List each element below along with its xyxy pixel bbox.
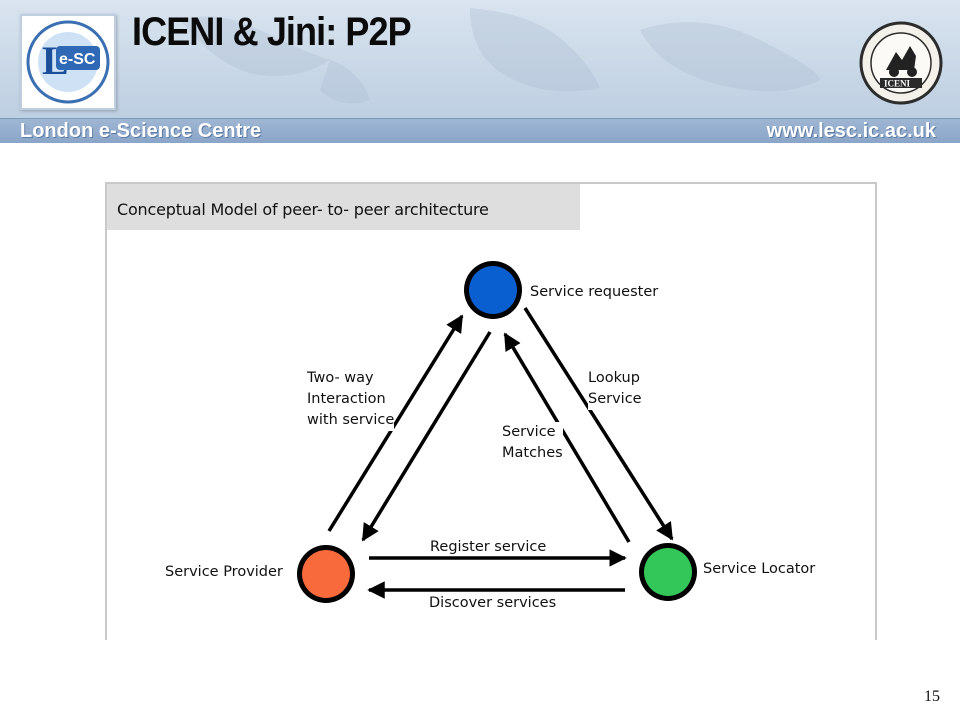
label-service-provider: Service Provider [165, 564, 283, 580]
label-lookup-line1: Lookup [588, 370, 640, 386]
website-url: www.lesc.ic.ac.uk [766, 120, 936, 142]
lesc-logo-mark: e-SC [59, 51, 96, 68]
arrow-requester-to-provider [361, 331, 492, 542]
label-two-way-interaction: Two- way Interaction with service [307, 368, 395, 431]
diagram-title: Conceptual Model of peer- to- peer archi… [117, 200, 489, 219]
header-strip: London e-Science Centre www.lesc.ic.ac.u… [0, 118, 960, 143]
page-number: 15 [924, 688, 940, 705]
arrow-locator-to-requester [503, 332, 631, 543]
node-service-locator-fill [644, 548, 692, 596]
label-lookup-line2: Service [588, 391, 642, 407]
label-lookup-service: Lookup Service [588, 368, 642, 410]
node-service-provider-fill [302, 550, 350, 598]
arrow-requester-to-locator [523, 307, 674, 541]
label-discover-services: Discover services [429, 595, 557, 611]
iceni-logo-text: ICENI [884, 79, 911, 89]
lesc-logo: L e-SC [20, 14, 116, 110]
world-map-background [180, 8, 820, 104]
label-matches-line1: Service [502, 424, 556, 440]
iceni-seal-graphic: ICENI [859, 21, 943, 105]
arrow-provider-to-requester [327, 314, 464, 532]
header-banner: L e-SC ICENI & Jini: P2P ICENI [0, 0, 960, 140]
label-matches-line2: Matches [502, 445, 563, 461]
centre-name: London e-Science Centre [20, 120, 262, 142]
page-title: ICENI & Jini: P2P [132, 10, 412, 54]
label-two-way-line1: Two- way [307, 370, 374, 386]
label-service-matches: Service Matches [502, 422, 563, 464]
label-service-locator: Service Locator [703, 561, 816, 577]
label-two-way-line3: with service [307, 412, 395, 428]
label-two-way-line2: Interaction [307, 391, 386, 407]
node-service-requester-fill [469, 266, 517, 314]
diagram-panel: Conceptual Model of peer- to- peer archi… [105, 182, 877, 640]
p2p-diagram [297, 261, 697, 603]
lesc-logo-graphic: L e-SC [26, 20, 110, 104]
iceni-logo: ICENI [858, 20, 944, 106]
label-service-requester: Service requester [530, 284, 659, 300]
label-register-service: Register service [430, 539, 547, 555]
diagram-title-box: Conceptual Model of peer- to- peer archi… [107, 184, 580, 230]
